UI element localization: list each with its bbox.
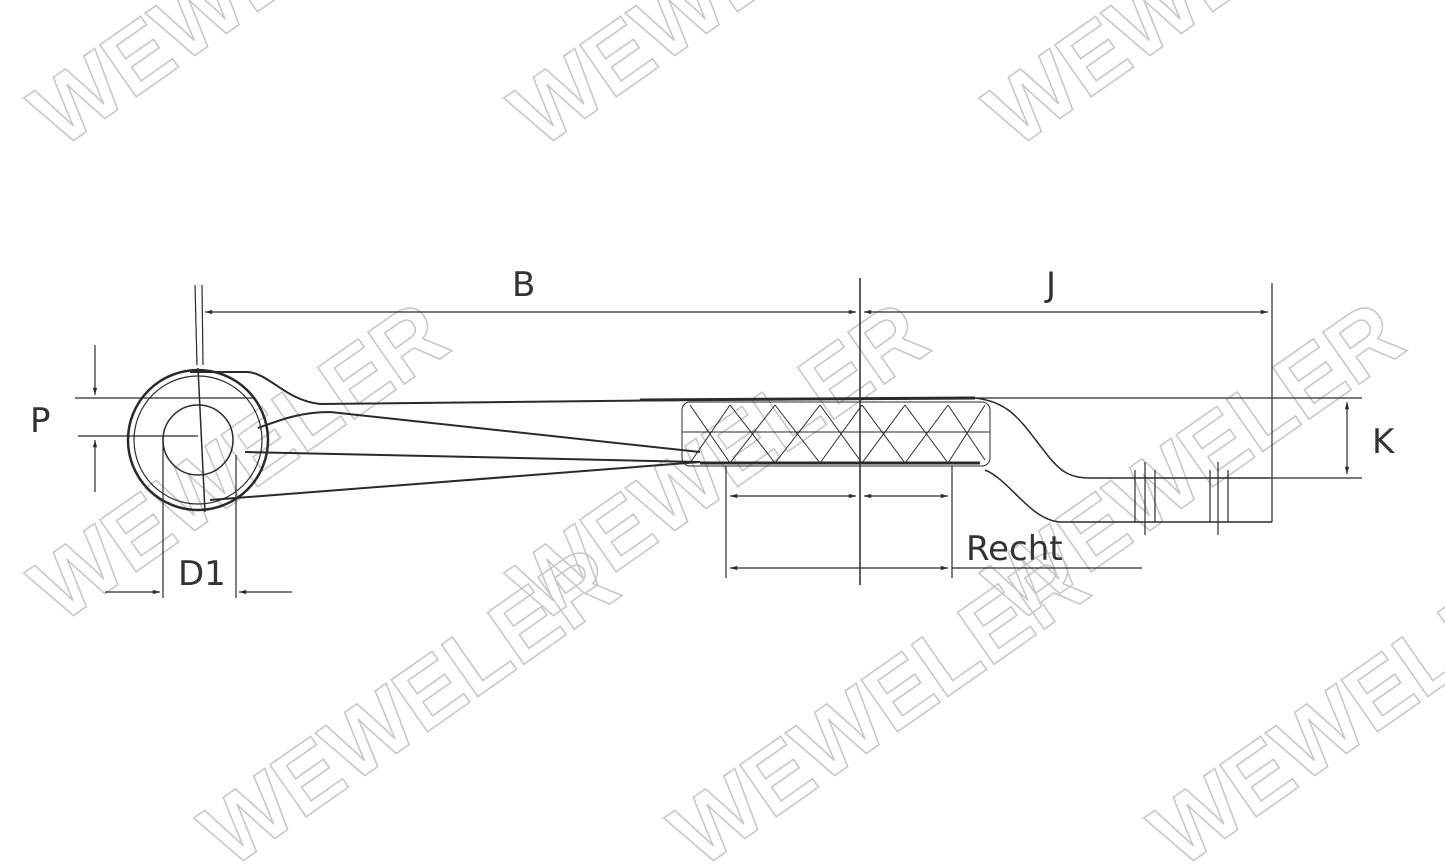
- label-side: Recht: [966, 529, 1063, 569]
- label-b: B: [512, 265, 535, 305]
- label-p: P: [30, 401, 51, 441]
- watermark: WEWELER: [13, 0, 465, 166]
- dimensions: [75, 278, 1362, 598]
- label-j: J: [1044, 265, 1056, 305]
- label-d1: D1: [178, 554, 226, 594]
- watermark: WEWELER: [653, 527, 1105, 867]
- watermark-layer: WEWELER WEWELER WEWELER WEWELER WEWELER …: [12, 0, 1445, 867]
- watermark: WEWELER: [1133, 527, 1445, 867]
- leaf-body: [190, 371, 1272, 535]
- dimension-labels: B J P K D1 Recht: [30, 265, 1396, 594]
- watermark: WEWELER: [493, 0, 945, 166]
- label-k: K: [1372, 422, 1396, 462]
- watermark: WEWELER: [968, 0, 1420, 166]
- watermark: WEWELER: [13, 282, 465, 641]
- watermark: WEWELER: [183, 527, 635, 867]
